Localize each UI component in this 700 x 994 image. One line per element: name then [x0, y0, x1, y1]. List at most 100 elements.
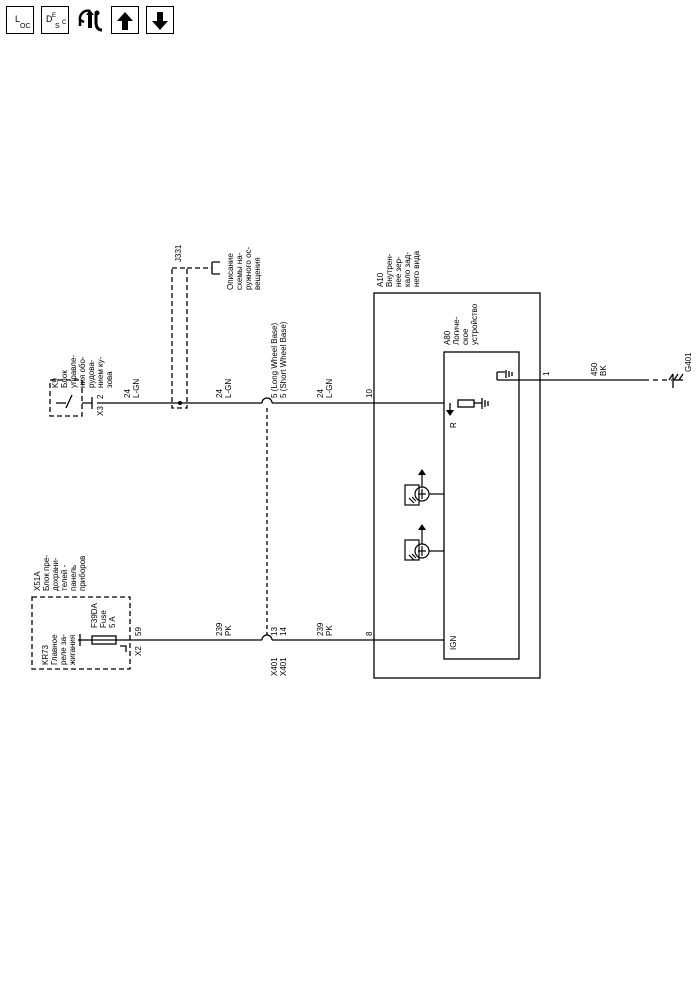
connector-view-button[interactable] — [76, 6, 104, 34]
resistor-r-symbol — [449, 398, 489, 414]
arrow-down-button[interactable] — [146, 6, 174, 34]
wire-top-3-color: L-GN — [325, 379, 334, 398]
wire-bot-1-color: PK — [224, 625, 233, 636]
svg-text:OC: OC — [20, 23, 31, 30]
j331-splice-dot — [178, 401, 182, 405]
location-icon: L OC — [15, 14, 31, 30]
a80-label: A80 Логиче- ское устройство — [443, 303, 479, 345]
short-wheel-base-label: 5 (Short Wheel Base) — [279, 321, 288, 398]
svg-text:рудова-: рудова- — [87, 359, 96, 388]
svg-text:зова: зова — [105, 371, 114, 388]
pin-8-label: 8 — [365, 631, 374, 636]
x3-label: X3 — [96, 406, 105, 416]
x2-pin: 59 — [134, 627, 143, 636]
svg-text:Описание: Описание — [226, 253, 235, 290]
svg-text:телей -: телей - — [60, 564, 69, 591]
wire-top-2-num: 24 — [215, 389, 224, 398]
j331-label: J331 — [174, 244, 183, 262]
j331-description: Описание схемы на- ружного ос- вещения — [226, 246, 262, 290]
svg-text:кало зад-: кало зад- — [403, 252, 412, 287]
k9-label: K9 Блок управле- ния обо- рудова- нием к… — [51, 355, 114, 388]
svg-text:F39DA: F39DA — [90, 602, 99, 628]
a10-label: A10 Внутрен- нее зер- кало зад- него вид… — [376, 250, 421, 287]
pin-10-label: 10 — [365, 389, 374, 398]
x401-label-a: X401 — [270, 657, 279, 676]
splice-jumper-bottom — [261, 634, 273, 641]
wire-bot-1-num: 239 — [215, 622, 224, 636]
a80-logic-box — [443, 351, 520, 660]
description-icon: D E S C — [46, 13, 67, 30]
resistor-arrow-icon — [446, 410, 454, 416]
wire-top-1-num: 24 — [123, 389, 132, 398]
light-sensor-1-arrow-icon — [418, 469, 426, 475]
svg-text:E: E — [52, 13, 56, 19]
svg-text:жигания: жигания — [68, 635, 77, 665]
svg-text:5 A: 5 A — [108, 616, 117, 628]
splice-jumper-top — [261, 397, 273, 404]
svg-text:C: C — [62, 20, 67, 26]
svg-text:нием ку-: нием ку- — [96, 356, 105, 388]
svg-text:схемы на-: схемы на- — [235, 252, 244, 290]
wire-top-1-color: L-GN — [132, 379, 141, 398]
description-button[interactable]: D E S C — [41, 6, 69, 34]
location-button[interactable]: L OC — [6, 6, 34, 34]
svg-text:ружного ос-: ружного ос- — [244, 246, 253, 290]
svg-text:S: S — [55, 23, 60, 30]
wire-top-3-num: 24 — [316, 389, 325, 398]
wire-450-num: 450 — [590, 362, 599, 376]
wire-bot-2-num: 239 — [316, 622, 325, 636]
pin-1-label: 1 — [542, 371, 551, 376]
resistor-label: R — [449, 422, 458, 428]
toolbar: L OC D E S C — [6, 6, 174, 34]
svg-text:него вида: него вида — [412, 250, 421, 287]
svg-text:устройство: устройство — [470, 303, 479, 345]
svg-text:K9: K9 — [51, 378, 60, 388]
x2-label: X2 — [134, 646, 143, 656]
k9-switch-symbol — [56, 394, 93, 409]
j331-bracket — [211, 261, 220, 275]
svg-text:панель: панель — [69, 565, 78, 591]
svg-text:дохрани-: дохрани- — [51, 557, 60, 591]
svg-text:реле за-: реле за- — [59, 634, 68, 665]
light-sensor-2-arrow-icon — [418, 524, 426, 530]
svg-text:A80: A80 — [443, 330, 452, 345]
wire-450-color: BK — [599, 365, 608, 376]
svg-text:приборов: приборов — [78, 556, 87, 591]
long-wheel-base-label: 5 (Long Wheel Base) — [270, 323, 279, 398]
svg-text:L: L — [15, 14, 20, 24]
svg-text:ния обо-: ния обо- — [78, 356, 87, 388]
svg-text:вещения: вещения — [253, 257, 262, 290]
x3-pin: 2 — [96, 394, 105, 399]
arrow-up-button[interactable] — [111, 6, 139, 34]
svg-text:нее зер-: нее зер- — [394, 256, 403, 287]
svg-text:D: D — [46, 14, 53, 24]
x51a-label: X51A Блок пре- дохрани- телей - панель п… — [33, 555, 87, 591]
ign-label: IGN — [449, 636, 458, 650]
arrow-up-icon — [117, 12, 133, 30]
j331-reference — [171, 267, 212, 409]
svg-text:Внутрен-: Внутрен- — [385, 253, 394, 287]
svg-text:Логиче-: Логиче- — [452, 316, 461, 345]
svg-text:ское: ское — [461, 328, 470, 345]
wire-bot-2-color: PK — [325, 625, 334, 636]
svg-text:Главное: Главное — [50, 634, 59, 665]
svg-text:A10: A10 — [376, 272, 385, 287]
x401-pin-13: 13 — [270, 627, 279, 636]
svg-text:X51A: X51A — [33, 571, 42, 591]
svg-text:Блок: Блок — [60, 370, 69, 388]
a10-mirror-box — [373, 292, 541, 679]
arrow-down-icon — [152, 12, 168, 30]
fuse-f39da-symbol — [78, 634, 127, 652]
g401-ground-icon — [668, 373, 684, 388]
x401-pin-14: 14 — [279, 627, 288, 636]
svg-text:Блок пре-: Блок пре- — [42, 555, 51, 591]
x51a-fuse-block — [31, 596, 131, 670]
g401-label: G401 — [684, 352, 693, 372]
svg-text:KR73: KR73 — [41, 644, 50, 665]
k9-component-box — [49, 379, 83, 417]
svg-text:управле-: управле- — [69, 355, 78, 388]
connector-tools-icon — [78, 9, 103, 32]
light-sensor-1 — [404, 473, 444, 506]
svg-text:Fuse: Fuse — [99, 610, 108, 628]
